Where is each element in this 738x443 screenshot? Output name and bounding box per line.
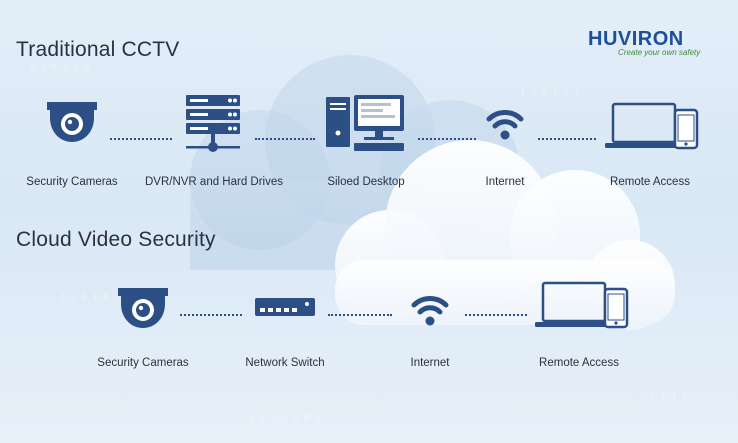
desktop-computer-icon: [326, 95, 404, 151]
node-label: DVR/NVR and Hard Drives: [144, 176, 284, 188]
node-label: Siloed Desktop: [327, 176, 405, 188]
node-label: Remote Access: [610, 176, 690, 188]
brand-logo: HUVIRON Create your own safety: [588, 28, 700, 57]
laptop-phone-icon: [605, 102, 699, 150]
network-switch-icon: [255, 298, 315, 316]
svg-text:0 1 0 1 1 0: 0 1 0 1 1 0: [30, 63, 90, 73]
node-label: Security Cameras: [97, 357, 189, 369]
laptop-phone-icon: [535, 281, 629, 329]
wifi-icon: [411, 296, 449, 326]
svg-text:1 0 0 1 0 1: 1 0 0 1 0 1: [520, 88, 580, 98]
node-label: Internet: [410, 357, 450, 369]
svg-text:1 0 1 1 0 0 1: 1 0 1 1 0 0 1: [250, 413, 320, 423]
connector-line: [465, 314, 527, 316]
brand-name: HUVIRON: [588, 28, 684, 50]
connector-line: [418, 138, 476, 140]
section-title-cloud: Cloud Video Security: [16, 228, 216, 251]
svg-text:0 1 1 0: 0 1 1 0: [650, 393, 688, 403]
connector-line: [328, 314, 392, 316]
node-label: Internet: [485, 176, 525, 188]
connector-line: [538, 138, 596, 140]
node-label: Remote Access: [539, 357, 619, 369]
connector-line: [180, 314, 242, 316]
node-label: Network Switch: [245, 357, 325, 369]
node-label: Security Cameras: [26, 176, 118, 188]
svg-text:1 1 0 1 0: 1 1 0 1 0: [60, 293, 109, 303]
dome-camera-icon: [118, 288, 168, 328]
connector-line: [110, 138, 172, 140]
dome-camera-icon: [47, 102, 97, 142]
connector-line: [255, 138, 315, 140]
wifi-icon: [486, 110, 524, 140]
section-title-traditional: Traditional CCTV: [16, 38, 180, 61]
server-icon: [186, 95, 240, 152]
brand-tagline: Create your own safety: [618, 48, 701, 57]
